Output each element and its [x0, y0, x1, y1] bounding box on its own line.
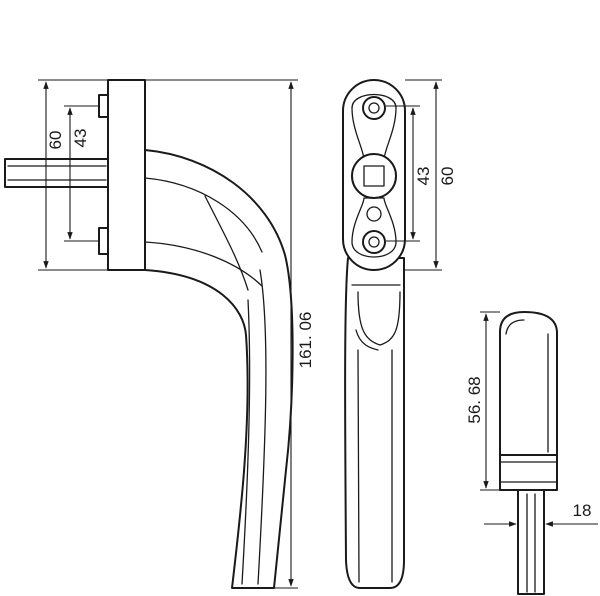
- end-view: 56. 68 18: [465, 311, 598, 595]
- side-bottom-pin: [98, 227, 109, 255]
- bottom-screw-hole: [362, 230, 386, 254]
- dim-end-length: 56. 68: [465, 311, 500, 491]
- dim-side-60-label: 60: [46, 131, 65, 150]
- dim-spindle-width-label: 18: [573, 501, 592, 520]
- side-spindle: [4, 158, 109, 188]
- side-view: 60 43 161. 06: [4, 79, 315, 589]
- front-view: 43 60: [342, 79, 457, 589]
- dim-end-length-label: 56. 68: [465, 376, 484, 423]
- dim-front-43-label: 43: [414, 167, 433, 186]
- top-screw-hole: [362, 96, 386, 120]
- square-spindle-hole: [363, 165, 385, 187]
- dim-total-length: 161. 06: [145, 79, 315, 589]
- dim-front-60: 60: [405, 79, 457, 271]
- dim-front-60-label: 60: [438, 167, 457, 186]
- dim-side-60: 60: [38, 79, 108, 271]
- dim-total-length-label: 161. 06: [296, 312, 315, 369]
- front-rosette: [342, 79, 406, 271]
- end-handle-body: [499, 311, 558, 456]
- dim-front-43: 43: [386, 105, 433, 242]
- front-handle-lever: [344, 257, 405, 589]
- spindle-boss: [351, 153, 397, 199]
- dim-side-43-label: 43: [71, 129, 90, 148]
- dim-side-43: 43: [64, 105, 100, 242]
- end-collar: [499, 454, 558, 491]
- side-base-plate: [107, 79, 146, 271]
- end-spindle: [517, 489, 545, 595]
- small-hole: [366, 206, 382, 222]
- side-handle-lever: [144, 149, 294, 589]
- side-top-pin: [98, 94, 109, 118]
- dim-spindle-width: 18: [484, 501, 598, 530]
